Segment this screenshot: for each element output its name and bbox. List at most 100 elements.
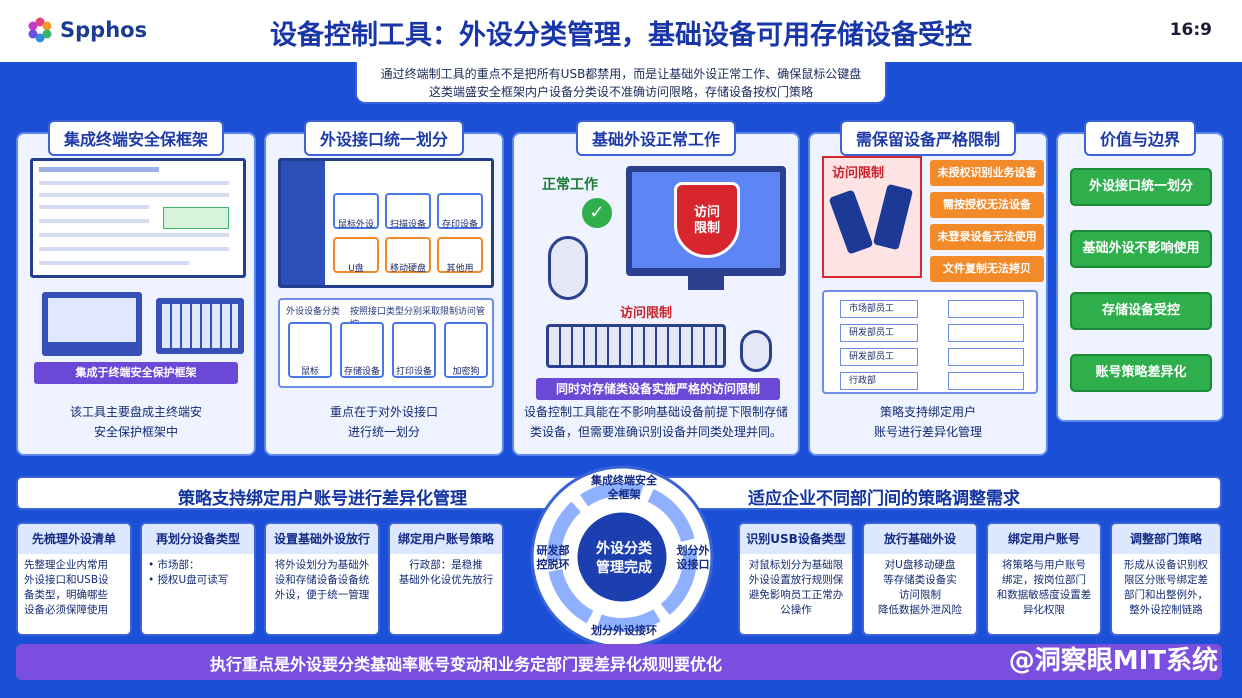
subtitle-line-2: 这类端盛安全框架内户设备分类设不准确访问限略，存储设备按权门策略 bbox=[428, 85, 813, 99]
grid-item[interactable]: 移动硬盘 bbox=[385, 237, 431, 274]
panel-title: 外设接口统一划分 bbox=[303, 120, 465, 156]
step-title: 绑定用户账号 bbox=[988, 524, 1100, 554]
usb-drive-icon bbox=[828, 189, 874, 255]
panel-title: 集成终端安全保框架 bbox=[47, 120, 225, 156]
interface-illustration: 鼠标外设 扫描设备 存印设备 U盘 移动硬盘 其他用 外设设备分类 按照接口类型… bbox=[274, 154, 494, 396]
step-body: 对U盘移动硬盘 等存储类设备实 访问限制 降低数据外泄风险 bbox=[878, 559, 962, 616]
step-body: • 市场部： • 授权U盘可读写 bbox=[148, 559, 229, 586]
grid-item[interactable]: U盘 bbox=[333, 237, 379, 274]
band-right-text: 适应企业不同部门间的策略调整需求 bbox=[748, 489, 1020, 509]
restriction-tag: 未登录设备无法使用 bbox=[930, 224, 1044, 250]
dept-row[interactable]: 研发部员工 bbox=[840, 348, 918, 366]
value-button[interactable]: 存储设备受控 bbox=[1070, 292, 1212, 330]
value-button[interactable]: 外设接口统一划分 bbox=[1070, 168, 1212, 206]
grid-item[interactable]: 存印设备 bbox=[437, 193, 483, 230]
step-body: 对鼠标划分为基础限 外设设置放行规则保 避免影响员工正常办 公操作 bbox=[748, 559, 844, 616]
value-button[interactable]: 账号策略差异化 bbox=[1070, 354, 1212, 392]
shield-icon: 访问限制 bbox=[674, 182, 740, 258]
device-storage[interactable]: 存储设备 bbox=[340, 322, 384, 378]
panel-footnote: 重点在于对外设接口 进行统一划分 bbox=[329, 405, 438, 439]
header: Spphos 设备控制工具：外设分类管理，基础设备可用存储设备受控 16:9 bbox=[0, 0, 1242, 62]
dashboard-screen bbox=[30, 158, 246, 278]
logo-text: Spphos bbox=[60, 18, 148, 42]
ring-center-label: 外设分类 管理完成 bbox=[596, 541, 652, 576]
department-table: 市场部员工 研发部员工 研发部员工 行政部 bbox=[822, 290, 1038, 394]
device-dongle[interactable]: 加密狗 bbox=[444, 322, 488, 378]
normal-label: 正常工作 bbox=[542, 177, 598, 193]
panel-value-boundary: 价值与边界 外设接口统一划分 基础外设不影响使用 存储设备受控 账号策略差异化 bbox=[1056, 120, 1224, 422]
restriction-tag: 需按授权无法设备 bbox=[930, 192, 1044, 218]
step-title: 调整部门策略 bbox=[1112, 524, 1220, 554]
step-body: 将策略与用户账号 绑定，按岗位部门 和数据敏感度设置差 异化权限 bbox=[996, 559, 1092, 616]
step-body: 行政部：是稳推 基础外化设优先放行 bbox=[398, 559, 494, 586]
check-icon: ✓ bbox=[582, 198, 612, 228]
keyboard-icon bbox=[546, 324, 726, 368]
step-body: 将外设划分为基础外 设和存储设备设备统 外设，便于统一管理 bbox=[274, 559, 370, 601]
mouse-icon bbox=[548, 236, 588, 300]
panel-title: 基础外设正常工作 bbox=[575, 120, 737, 156]
step-title: 放行基础外设 bbox=[864, 524, 976, 554]
step-card: 绑定用户账号 将策略与用户账号 绑定，按岗位部门 和数据敏感度设置差 异化权限 bbox=[986, 522, 1102, 636]
ring-top-label: 集成终端安全 全框架 bbox=[591, 474, 657, 501]
step-card: 先梳理外设清单 先整理企业内常用 外设接口和USB设 备类型，明确哪些 设备必须… bbox=[16, 522, 132, 636]
peripheral-illustration: 正常工作 ✓ 访问限制 访问限制 同时对存储类设备实施严格的访问限制 bbox=[522, 154, 790, 400]
step-title: 识别USB设备类型 bbox=[740, 524, 852, 554]
panel-interface-division: 外设接口统一划分 鼠标外设 扫描设备 存印设备 U盘 移动硬盘 其他用 外设设备… bbox=[264, 120, 504, 456]
value-button[interactable]: 基础外设不影响使用 bbox=[1070, 230, 1212, 268]
device-console-screen: 鼠标外设 扫描设备 存印设备 U盘 移动硬盘 其他用 bbox=[278, 158, 494, 288]
ring-bottom-label: 划分外设接环 bbox=[591, 624, 657, 637]
step-card: 再划分设备类型 • 市场部： • 授权U盘可读写 bbox=[140, 522, 256, 636]
step-title: 绑定用户账号策略 bbox=[390, 524, 502, 554]
step-card: 放行基础外设 对U盘移动硬盘 等存储类设备实 访问限制 降低数据外泄风险 bbox=[862, 522, 978, 636]
keyboard-icon bbox=[156, 298, 244, 354]
bottom-summary-text: 执行重点是外设要分类基础率账号变动和业务定部门要差异化规则要优化 bbox=[209, 655, 722, 674]
footnote-line-2: 安全保护框架中 bbox=[93, 425, 178, 439]
step-card: 调整部门策略 形成从设备识别权 限区分账号绑定差 部门和出整例外， 整外设控制链… bbox=[1110, 522, 1222, 636]
cycle-ring-diagram bbox=[530, 465, 714, 649]
mouse-icon bbox=[740, 330, 772, 372]
step-card: 设置基础外设放行 将外设划分为基础外 设和存储设备设备统 外设，便于统一管理 bbox=[264, 522, 380, 636]
ring-left-label: 研发部 控脱环 bbox=[536, 544, 570, 571]
device-mouse[interactable]: 鼠标 bbox=[288, 322, 332, 378]
grid-item[interactable]: 扫描设备 bbox=[385, 193, 431, 230]
ring-right-label: 划分外 设接口 bbox=[676, 544, 710, 571]
panel-footnote: 该工具主要盘成主终端安 安全保护框架中 bbox=[26, 402, 246, 446]
step-title: 先梳理外设清单 bbox=[18, 524, 130, 554]
page-title: 设备控制工具：外设分类管理，基础设备可用存储设备受控 bbox=[270, 20, 972, 51]
grid-item[interactable]: 鼠标外设 bbox=[333, 193, 379, 230]
flower-logo-icon bbox=[28, 17, 52, 43]
laptop-icon bbox=[42, 292, 142, 356]
usb-drive-icon bbox=[872, 183, 914, 251]
grid-item[interactable]: 其他用 bbox=[437, 237, 483, 274]
footnote-line-1: 该工具主要盘成主终端安 bbox=[69, 405, 202, 419]
category-label: 外设设备分类 bbox=[286, 307, 341, 317]
restriction-tag: 文件复制无法拷贝 bbox=[930, 256, 1044, 282]
aspect-ratio-label: 16:9 bbox=[1169, 20, 1212, 40]
step-card: 识别USB设备类型 对鼠标划分为基础限 外设设置放行规则保 避免影响员工正常办 … bbox=[738, 522, 854, 636]
restriction-tag: 未授权识别业务设备 bbox=[930, 160, 1044, 186]
step-title: 设置基础外设放行 bbox=[266, 524, 378, 554]
band-left-text: 策略支持绑定用户账号进行差异化管理 bbox=[178, 489, 467, 509]
usb-restricted-box: 访问限制 bbox=[822, 156, 922, 278]
step-title: 再划分设备类型 bbox=[142, 524, 254, 554]
framework-caption: 集成于终端安全保护框架 bbox=[34, 362, 238, 384]
access-limit-label: 访问限制 bbox=[620, 306, 673, 321]
panel-title: 价值与边界 bbox=[1083, 120, 1197, 156]
step-body: 形成从设备识别权 限区分账号绑定差 部门和出整例外， 整外设控制链路 bbox=[1124, 559, 1208, 616]
panel-strict-restriction: 需保留设备严格限制 访问限制 未授权识别业务设备 需按授权无法设备 未登录设备无… bbox=[808, 120, 1048, 456]
bottom-summary-bar: 执行重点是外设要分类基础率账号变动和业务定部门要差异化规则要优化 bbox=[16, 644, 1222, 680]
panel-basic-peripherals: 基础外设正常工作 正常工作 ✓ 访问限制 访问限制 同时对存储类设备实施严格的访… bbox=[512, 120, 800, 456]
panel-security-framework: 集成终端安全保框架 集成于终端安全保护框架 该工具主要盘成主终端安 安全保护框架… bbox=[16, 120, 256, 456]
subtitle-box: 通过终端制工具的重点不是把所有USB都禁用，而是让基础外设正常工作、确保鼠标公键… bbox=[355, 62, 887, 104]
step-body: 先整理企业内常用 外设接口和USB设 备类型，明确哪些 设备必须保障使用 bbox=[24, 559, 109, 616]
dept-row[interactable]: 研发部员工 bbox=[840, 324, 918, 342]
subtitle-line-1: 通过终端制工具的重点不是把所有USB都禁用，而是让基础外设正常工作、确保鼠标公键… bbox=[380, 67, 862, 81]
restriction-illustration: 访问限制 未授权识别业务设备 需按授权无法设备 未登录设备无法使用 文件复制无法… bbox=[818, 154, 1044, 396]
dept-row[interactable]: 市场部员工 bbox=[840, 300, 918, 318]
step-card: 绑定用户账号策略 行政部：是稳推 基础外化设优先放行 bbox=[388, 522, 504, 636]
watermark-text: @洞察眼MIT系统 bbox=[1008, 646, 1218, 676]
panel-title: 需保留设备严格限制 bbox=[839, 120, 1017, 156]
panel-footnote: 策略支持绑定用户 账号进行差异化管理 bbox=[873, 405, 982, 439]
device-printer[interactable]: 打印设备 bbox=[392, 322, 436, 378]
dept-row[interactable]: 行政部 bbox=[840, 372, 918, 390]
